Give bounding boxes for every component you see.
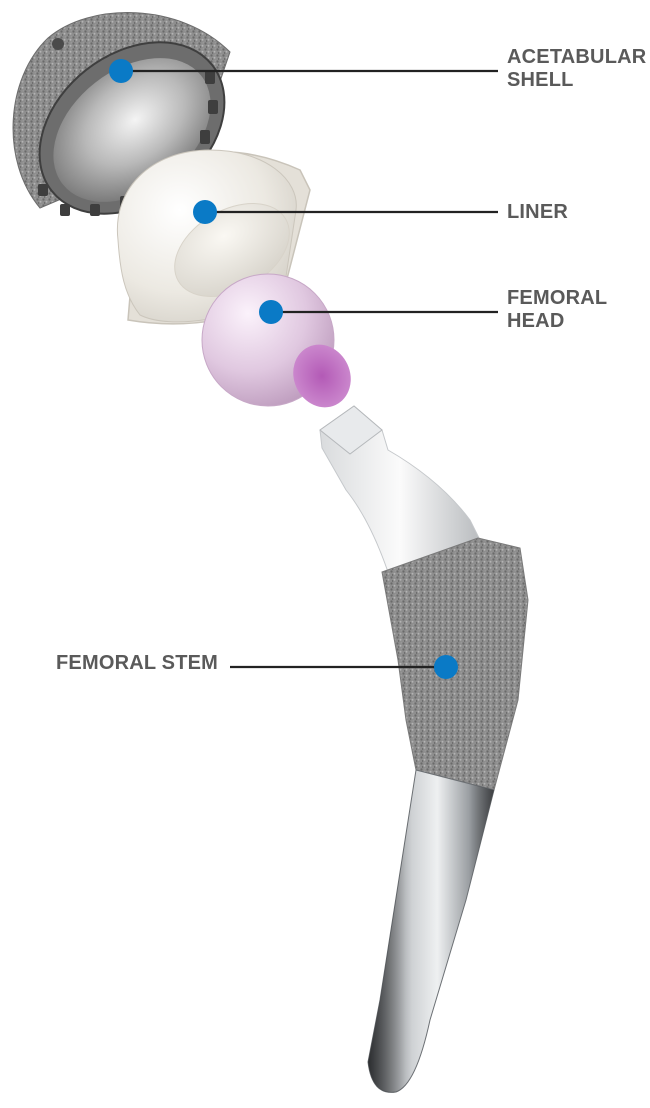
label-liner: LINER <box>507 201 568 224</box>
femoral-stem <box>320 406 528 1092</box>
marker-femoral-stem <box>434 655 458 679</box>
label-femoral-stem: FEMORAL STEM <box>56 652 218 675</box>
femoral-head <box>202 274 361 417</box>
label-femoral-head: FEMORAL HEAD <box>507 287 607 333</box>
marker-acetabular-shell <box>109 59 133 83</box>
femoral-stem-shading <box>368 770 494 1092</box>
label-acetabular-shell: ACETABULAR SHELL <box>507 46 646 92</box>
acetabular-shell-screw-hole <box>52 38 64 50</box>
marker-liner <box>193 200 217 224</box>
marker-femoral-head <box>259 300 283 324</box>
